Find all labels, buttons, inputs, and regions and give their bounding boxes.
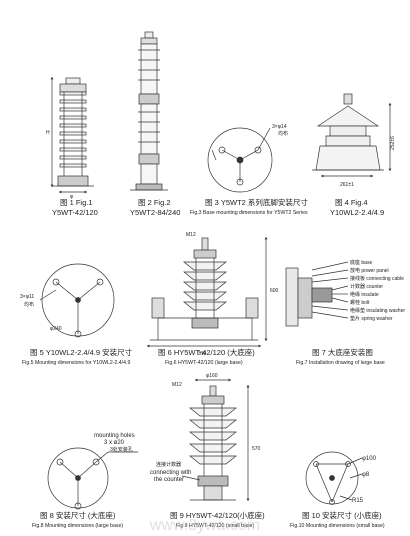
fig7-callout-8: 垫片 spring washer	[350, 315, 393, 322]
fig2-arrester-drawing	[130, 31, 168, 191]
fig7-callout-6: 螺栓 bolt	[350, 299, 370, 306]
watermark: www.3ywa.com	[149, 517, 260, 534]
fig7-callout-2: 放电 power panel	[350, 267, 389, 274]
fig6-bolt: M12	[186, 232, 196, 238]
fig6-width: 310	[198, 351, 207, 357]
fig7-callout-4: 计数器 counter	[350, 283, 383, 290]
fig10-caption-cn: 图 10 安装尺寸 (小底座)	[302, 510, 382, 520]
fig8-base-drawing	[47, 447, 138, 510]
fig3-hole-note2: 均布	[278, 130, 288, 137]
fig9-arrester-drawing	[181, 378, 250, 502]
fig1-dim-phi: φ	[70, 194, 74, 200]
fig10-dim2: φ8	[362, 472, 370, 478]
fig5-hole-note2: 均布	[24, 301, 34, 308]
fig10-caption-en: Fig.10 Mounting dimensions (small base)	[290, 523, 385, 529]
fig5-hole-note: 3×φ11	[20, 294, 34, 300]
fig9-dia: φ160	[206, 373, 218, 379]
fig6-caption-en: Fig.6 HY5WT-42/120 (large base)	[165, 360, 243, 366]
fig3-caption-cn: 图 3 Y5WT2 系列底脚安装尺寸	[205, 197, 308, 207]
fig7-caption-cn: 图 7 大底座安装图	[312, 347, 373, 357]
fig3-hole-note: 3×φ14	[272, 124, 287, 130]
fig8-note-cn: 3处安装孔	[110, 446, 133, 453]
fig8-caption-en: Fig.8 Mounting dimensions (large base)	[32, 523, 123, 529]
fig1-model: Y5WT-42/120	[52, 208, 98, 217]
fig8-note-en1: mounting holes	[94, 433, 135, 439]
fig7-installation-drawing	[285, 261, 349, 327]
fig4-caption: 图 4 Fig.4	[335, 198, 368, 207]
fig8-note-en2: 3 x ø20	[104, 440, 125, 446]
fig9-counter-en1: connecting with	[150, 470, 191, 476]
fig7-callout-1: 底座 base	[350, 259, 372, 266]
fig1-caption: 图 1 Fig.1	[60, 198, 93, 207]
fig7-callout-7: 绝缘垫 insulating washer	[350, 307, 405, 314]
fig5-circle-dim: φ240	[50, 326, 62, 332]
fig1-dim-h: H	[46, 130, 50, 136]
fig10-base-drawing	[305, 451, 363, 505]
fig2-model: Y5WT2-84/240	[130, 208, 180, 217]
fig9-counter-cn: 连接计数器	[156, 461, 181, 468]
fig9-height: 570	[252, 446, 261, 452]
fig3-base-drawing	[207, 127, 273, 193]
fig6-arrester-drawing	[146, 236, 268, 348]
fig10-dim3: R15	[352, 498, 364, 504]
fig7-callout-3: 接线板 connecting cable	[350, 275, 404, 282]
fig7-caption-en: Fig.7 Installation drawing of large base	[296, 360, 385, 366]
fig4-arrester-drawing	[312, 93, 392, 178]
fig8-caption-cn: 图 8 安装尺寸 (大底座)	[40, 510, 116, 520]
fig5-base-drawing	[39, 263, 115, 338]
fig9-counter-en2: the counter	[154, 477, 184, 483]
fig10-dim1: φ100	[362, 456, 377, 462]
fig7-callout-5: 绝缘 insulate	[350, 291, 379, 298]
fig9-caption: 图 9 HY5WT-42/120(小底座)	[170, 510, 265, 520]
fig4-model: Y10WL2-2.4/4.9	[330, 208, 384, 217]
fig2-caption: 图 2 Fig.2	[138, 198, 171, 207]
fig5-caption-cn: 图 5 Y10WL2-2.4/4.9 安装尺寸	[30, 347, 133, 357]
fig3-caption-en: Fig.3 Base mounting dimensions for Y5WT2…	[190, 210, 308, 216]
fig5-caption-en: Fig.5 Mounting dimensions for Y10WL2-2.4…	[22, 360, 130, 366]
fig4-dim-width: 261±1	[340, 182, 354, 188]
fig1-arrester-drawing	[50, 76, 94, 194]
fig9-bolt: M12	[172, 382, 182, 388]
fig9-caption-en: Fig.9 HY5WT-42/120 (small base)	[176, 523, 254, 529]
fig6-height: 600	[270, 288, 279, 294]
fig4-dim-height: 252±6	[390, 136, 396, 150]
fig6-caption: 图 6 HY5WT-42/120 (大底座)	[158, 347, 255, 357]
